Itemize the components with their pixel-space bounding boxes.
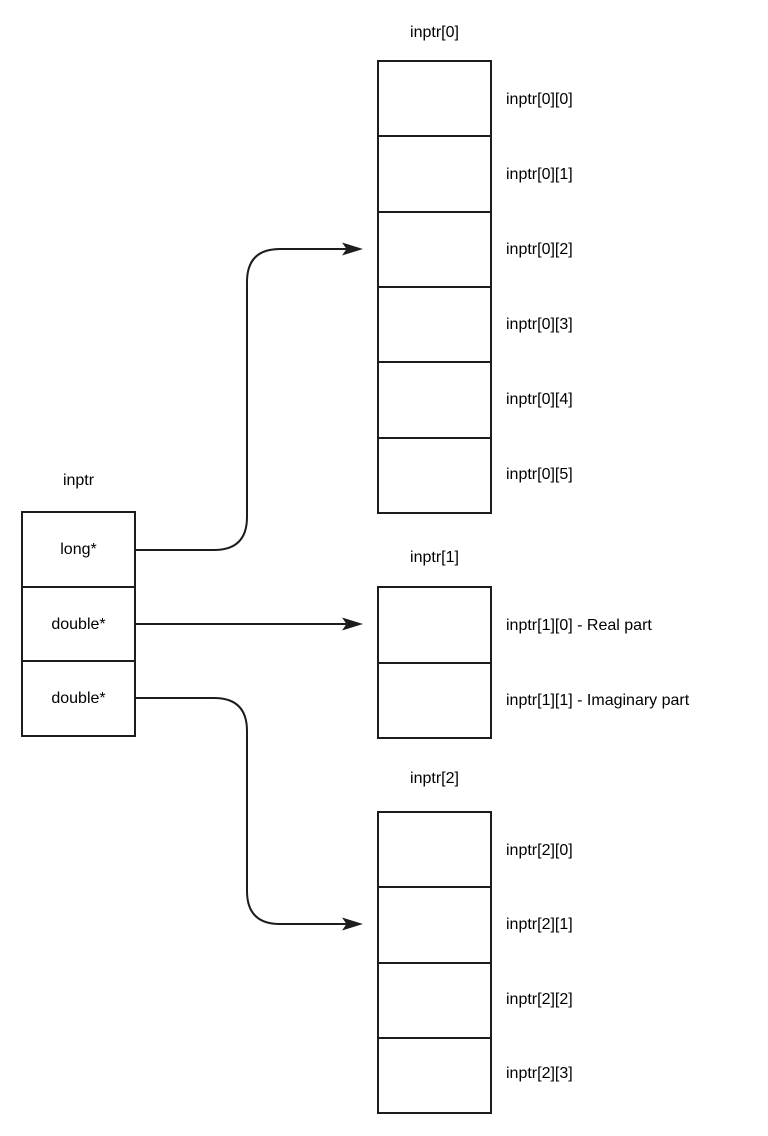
array-cell [379, 813, 490, 886]
cell-label: inptr[2][0] [506, 842, 573, 859]
pointer-box: long* double* double* [21, 511, 136, 737]
arrow-long-to-inptr0 [136, 248, 347, 551]
array-cell [379, 661, 490, 738]
array-cell [379, 961, 490, 1037]
array-cell [379, 210, 490, 286]
array1-title: inptr[1] [410, 549, 459, 566]
array-cell [379, 135, 490, 210]
pointer-cell-long: long* [60, 540, 97, 558]
array2-title: inptr[2] [410, 770, 459, 787]
cell-label: inptr[0][2] [506, 241, 573, 258]
array-cell [379, 285, 490, 361]
cell-label: inptr[0][3] [506, 316, 573, 333]
pointer-box-title: inptr [62, 472, 95, 489]
cell-label: inptr[0][1] [506, 166, 573, 183]
array-cell [379, 62, 490, 135]
cell-label: inptr[2][2] [506, 991, 573, 1008]
array2-box [377, 811, 492, 1114]
cell-label: inptr[1][0] - Real part [506, 617, 652, 634]
cell-label: inptr[1][1] - Imaginary part [506, 692, 690, 709]
array-cell [379, 436, 490, 512]
array-cell [379, 361, 490, 436]
array1-box [377, 586, 492, 739]
pointer-cell-double-2: double* [23, 660, 134, 735]
array-cell [379, 886, 490, 961]
cell-label: inptr[2][1] [506, 916, 573, 933]
pointer-cell-double-1: double* [23, 585, 134, 661]
array-cell [379, 588, 490, 662]
cell-label: inptr[0][0] [506, 91, 573, 108]
arrow-double2-to-inptr2 [136, 697, 347, 925]
cell-label: inptr[0][4] [506, 391, 573, 408]
cell-label: inptr[2][3] [506, 1065, 573, 1082]
array0-title: inptr[0] [410, 24, 459, 41]
array0-box [377, 60, 492, 514]
cell-label: inptr[0][5] [506, 466, 573, 483]
arrowhead-icon [342, 617, 363, 631]
array-cell [379, 1036, 490, 1112]
arrowhead-icon [342, 242, 363, 256]
arrowhead-icon [342, 917, 363, 931]
